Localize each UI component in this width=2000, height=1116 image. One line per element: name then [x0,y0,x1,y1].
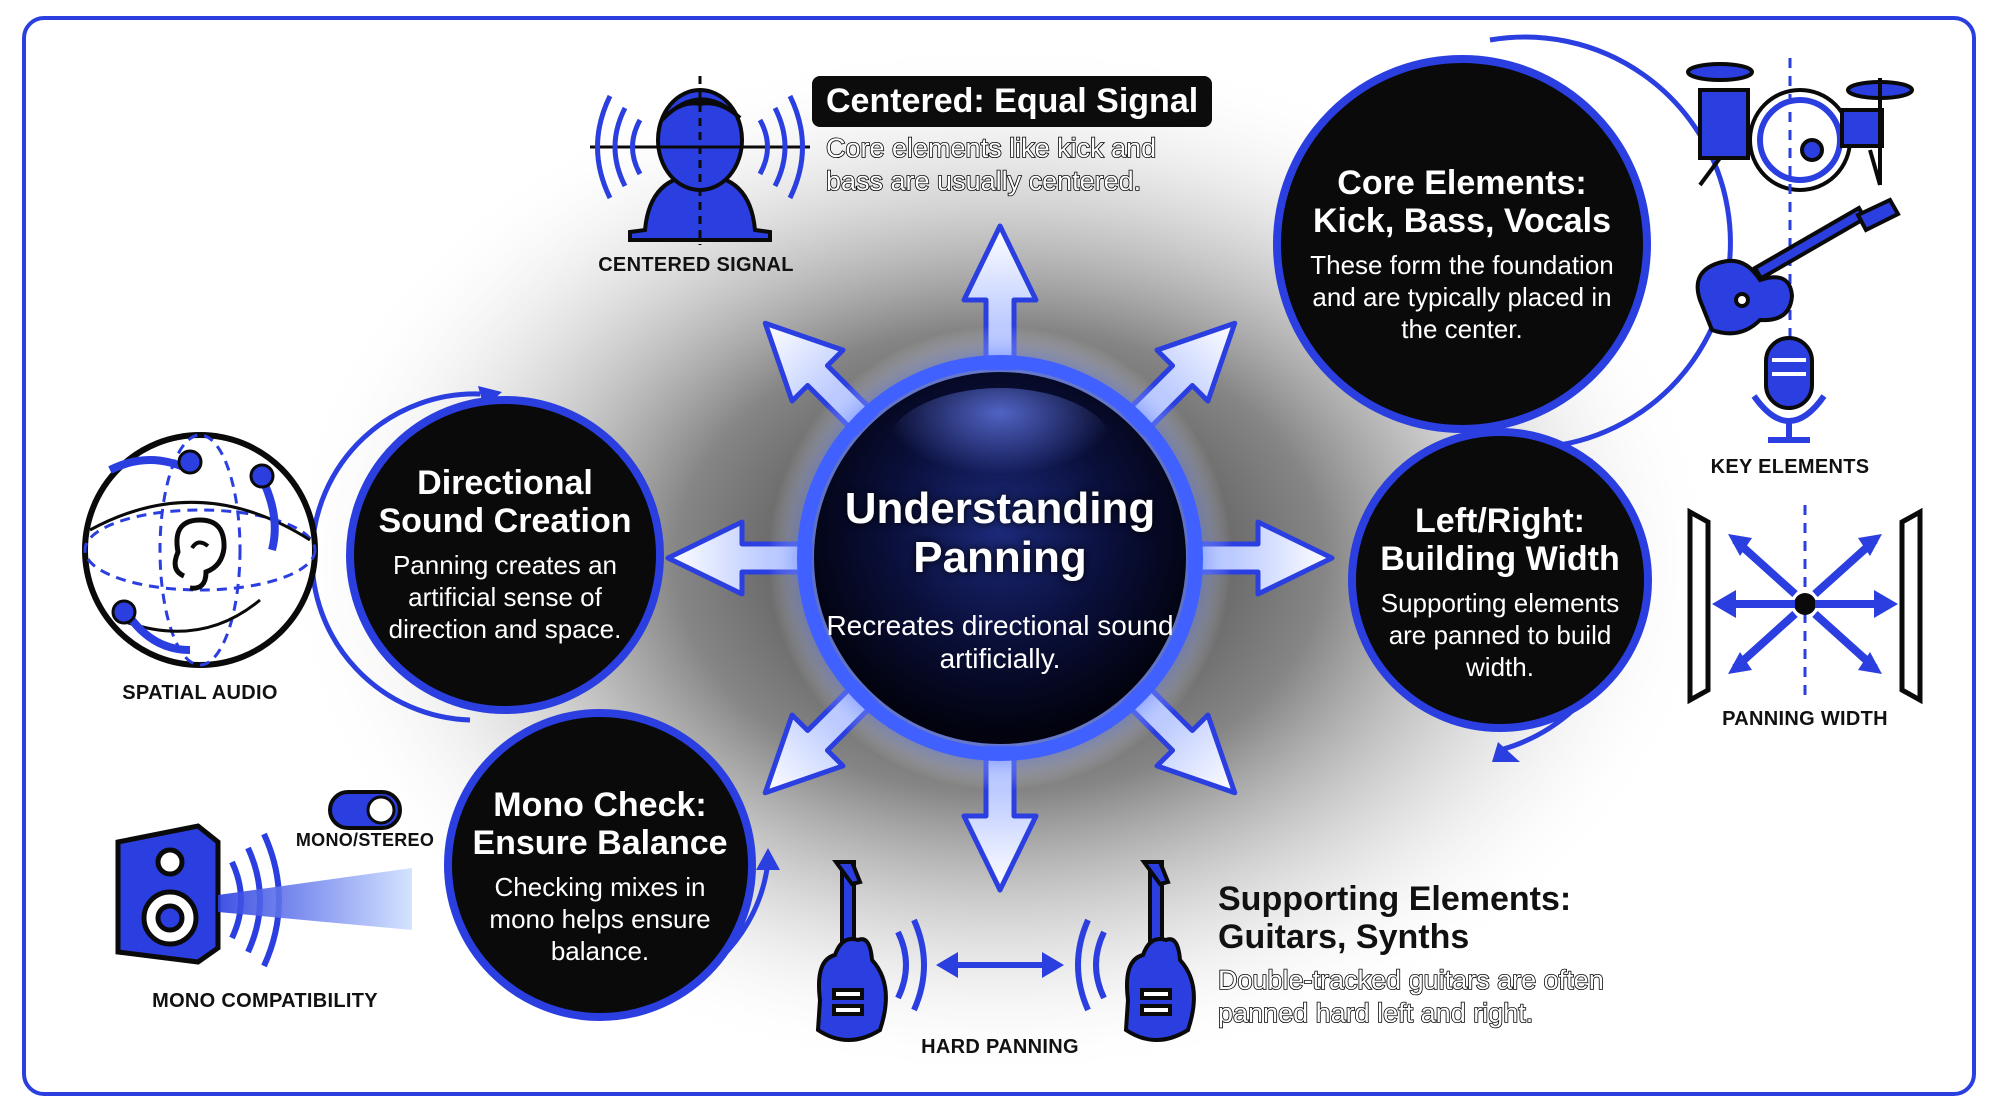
top-callout-body: Core elements like kick and bass are usu… [825,132,1157,197]
hard-panning-arrow [936,952,1064,978]
core-title: Core Elements: Kick, Bass, Vocals [1313,164,1611,241]
label-centered-signal: CENTERED SIGNAL [598,254,794,276]
head-icon [590,76,810,245]
hard-panning-waves [895,918,1107,1012]
mono-body: Checking mixes in mono helps ensure bala… [489,872,711,966]
sound-beam [218,868,412,930]
center-shine [885,388,1115,512]
mono-circle [444,709,756,1021]
bass-guitar-icon [1695,197,1901,336]
toggle-switch-icon [328,790,402,830]
arc-arrowhead [1492,742,1520,762]
leftright-title: Left/Right: Building Width [1380,502,1620,579]
label-hard-panning: HARD PANNING [921,1036,1079,1058]
label-mono-stereo: MONO/STEREO [295,830,435,850]
satellite-circles [346,55,1652,1021]
center-ring [797,355,1203,761]
label-panning-width: PANNING WIDTH [1722,708,1888,730]
directional-circle [346,396,664,714]
center-body: Recreates directional sound artificially… [826,609,1174,674]
leftright-body: Supporting elements are panned to build … [1380,588,1620,682]
sphere-ear-icon [82,432,318,668]
mono-title: Mono Check: Ensure Balance [472,786,728,863]
core-circle [1273,55,1651,433]
center-title: Understanding Panning [844,484,1156,583]
directional-body: Panning creates an artificial sense of d… [388,550,622,644]
guitar-left-icon [815,860,888,1042]
supporting-title: Supporting Elements: Guitars, Synths [1218,880,1572,957]
arc-arrowhead [756,848,780,870]
leftright-text: Left/Right: Building Width Supporting el… [1370,502,1630,683]
directional-title: Directional Sound Creation [378,464,632,541]
outer-frame [22,16,1976,1096]
leftright-circle [1348,428,1652,732]
mono-text: Mono Check: Ensure Balance Checking mixe… [470,786,730,967]
label-mono-compatibility: MONO COMPATIBILITY [152,990,378,1012]
center-label: Understanding Panning Recreates directio… [810,484,1190,675]
speaker-icon [115,823,282,968]
top-callout-title: Centered: Equal Signal [812,76,1213,127]
supporting-body: Double-tracked guitars are often panned … [1217,964,1604,1029]
microphone-icon [1751,336,1827,443]
drum-kit-icon [1686,62,1914,192]
supporting-text: Supporting Elements: Guitars, Synths Dou… [1217,880,1638,1030]
directional-text: Directional Sound Creation Panning creat… [375,464,635,645]
panning-width-icon [1687,505,1923,705]
core-body: These form the foundation and are typica… [1310,250,1614,344]
core-text: Core Elements: Kick, Bass, Vocals These … [1297,164,1627,345]
label-key-elements: KEY ELEMENTS [1710,456,1870,478]
label-spatial-audio: SPATIAL AUDIO [122,682,278,704]
guitar-right-icon [1123,860,1196,1042]
